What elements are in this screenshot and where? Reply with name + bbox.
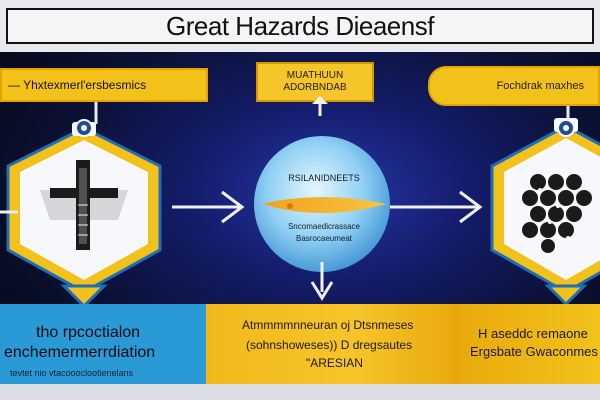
top-label-left: — Yhxtexmerl'ersbesmics bbox=[0, 68, 208, 102]
arrow-top-to-bubble bbox=[312, 96, 328, 116]
right-hexagon bbox=[490, 124, 600, 307]
bottom-panel-right: H aseddc remaone Ergsbate Gwaconmes bbox=[456, 304, 600, 384]
title-box: Great Hazards Dieaensf bbox=[6, 8, 594, 44]
bottom-right-line-1: H aseddc remaone bbox=[478, 326, 588, 341]
bubble-label: RSILANIDNEETS bbox=[288, 173, 360, 183]
bubble-line-1: Sncomaedicrassace bbox=[287, 222, 361, 231]
right-hexagon-pointer bbox=[544, 284, 588, 307]
bubble-line-2: Basrocaeumeat bbox=[295, 234, 353, 243]
bottom-panel-center: Atmmmmnneuran oj Dtsnmeses (sohnshoweses… bbox=[206, 304, 456, 384]
arrow-center-to-right bbox=[390, 190, 483, 224]
bottom-center-line-2: (sohnshoweses)) D dregsautes bbox=[246, 338, 413, 352]
left-hexagon-pointer bbox=[60, 284, 108, 309]
left-badge-icon bbox=[72, 119, 96, 137]
bottom-right-line-2: Ergsbate Gwaconmes bbox=[470, 344, 598, 359]
cross-figure-icon bbox=[40, 160, 128, 250]
bottom-left-line-1: tho rpcoctialon bbox=[36, 324, 141, 341]
footer-strip bbox=[0, 384, 600, 400]
bottom-center-line-3: "ARESIAN bbox=[306, 356, 363, 370]
title-bar: Great Hazards Dieaensf bbox=[0, 0, 600, 52]
page-title: Great Hazards Dieaensf bbox=[166, 10, 434, 41]
right-badge-icon bbox=[554, 118, 578, 137]
cluster-icon bbox=[522, 174, 592, 253]
bottom-center-line-1: Atmmmmnneuran oj Dtsnmeses bbox=[242, 318, 414, 332]
top-label-right: Fochdrak maxhes bbox=[428, 66, 600, 106]
bottom-left-line-3: tevtet nio vtacoooclootienelans bbox=[10, 368, 134, 378]
arrow-bubble-down bbox=[310, 262, 334, 301]
bubble-lens bbox=[262, 197, 386, 213]
arrow-left-to-center bbox=[172, 190, 245, 224]
center-bubble bbox=[254, 136, 390, 272]
bottom-panel-left: tho rpcoctialon enchemermerrdiation tevt… bbox=[0, 304, 206, 384]
bottom-left-line-2: enchemermerrdiation bbox=[4, 344, 156, 361]
